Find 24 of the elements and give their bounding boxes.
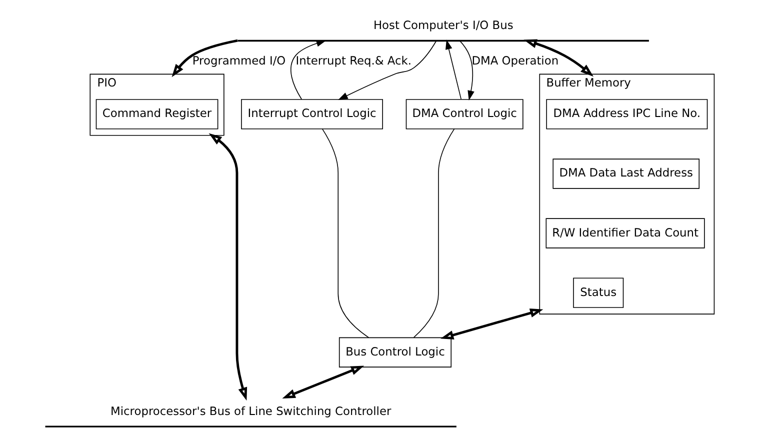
node-box: Status — [572, 278, 624, 308]
edge-label: Interrupt Req.& Ack. — [295, 54, 412, 68]
arrow — [282, 366, 364, 399]
arrow — [440, 308, 543, 340]
node-box: DMA Control Logic — [405, 99, 523, 130]
arrow — [290, 40, 326, 100]
node-box: Bus Control Logic — [338, 337, 452, 368]
node-box: DMA Data Last Address — [552, 158, 700, 189]
edge-label: DMA Operation — [471, 54, 558, 68]
arrow — [171, 39, 238, 78]
connector — [412, 128, 454, 338]
connector — [321, 128, 369, 338]
arrow — [523, 39, 593, 77]
node-text: Host Computer's I/O Bus — [372, 18, 513, 32]
arrow — [338, 40, 436, 100]
edge-label: Programmed I/O — [192, 54, 286, 68]
node-box: Interrupt Control Logic — [240, 99, 382, 130]
arrow — [444, 40, 462, 100]
node-text: Microprocessor's Bus of Line Switching Controller — [110, 404, 391, 418]
node-box: Command Register — [95, 99, 218, 130]
arrow — [458, 40, 474, 100]
node-box: R/W Identifier Data Count — [545, 218, 704, 248]
arrow — [208, 133, 247, 401]
node-box: DMA Address IPC Line No. — [546, 99, 708, 130]
